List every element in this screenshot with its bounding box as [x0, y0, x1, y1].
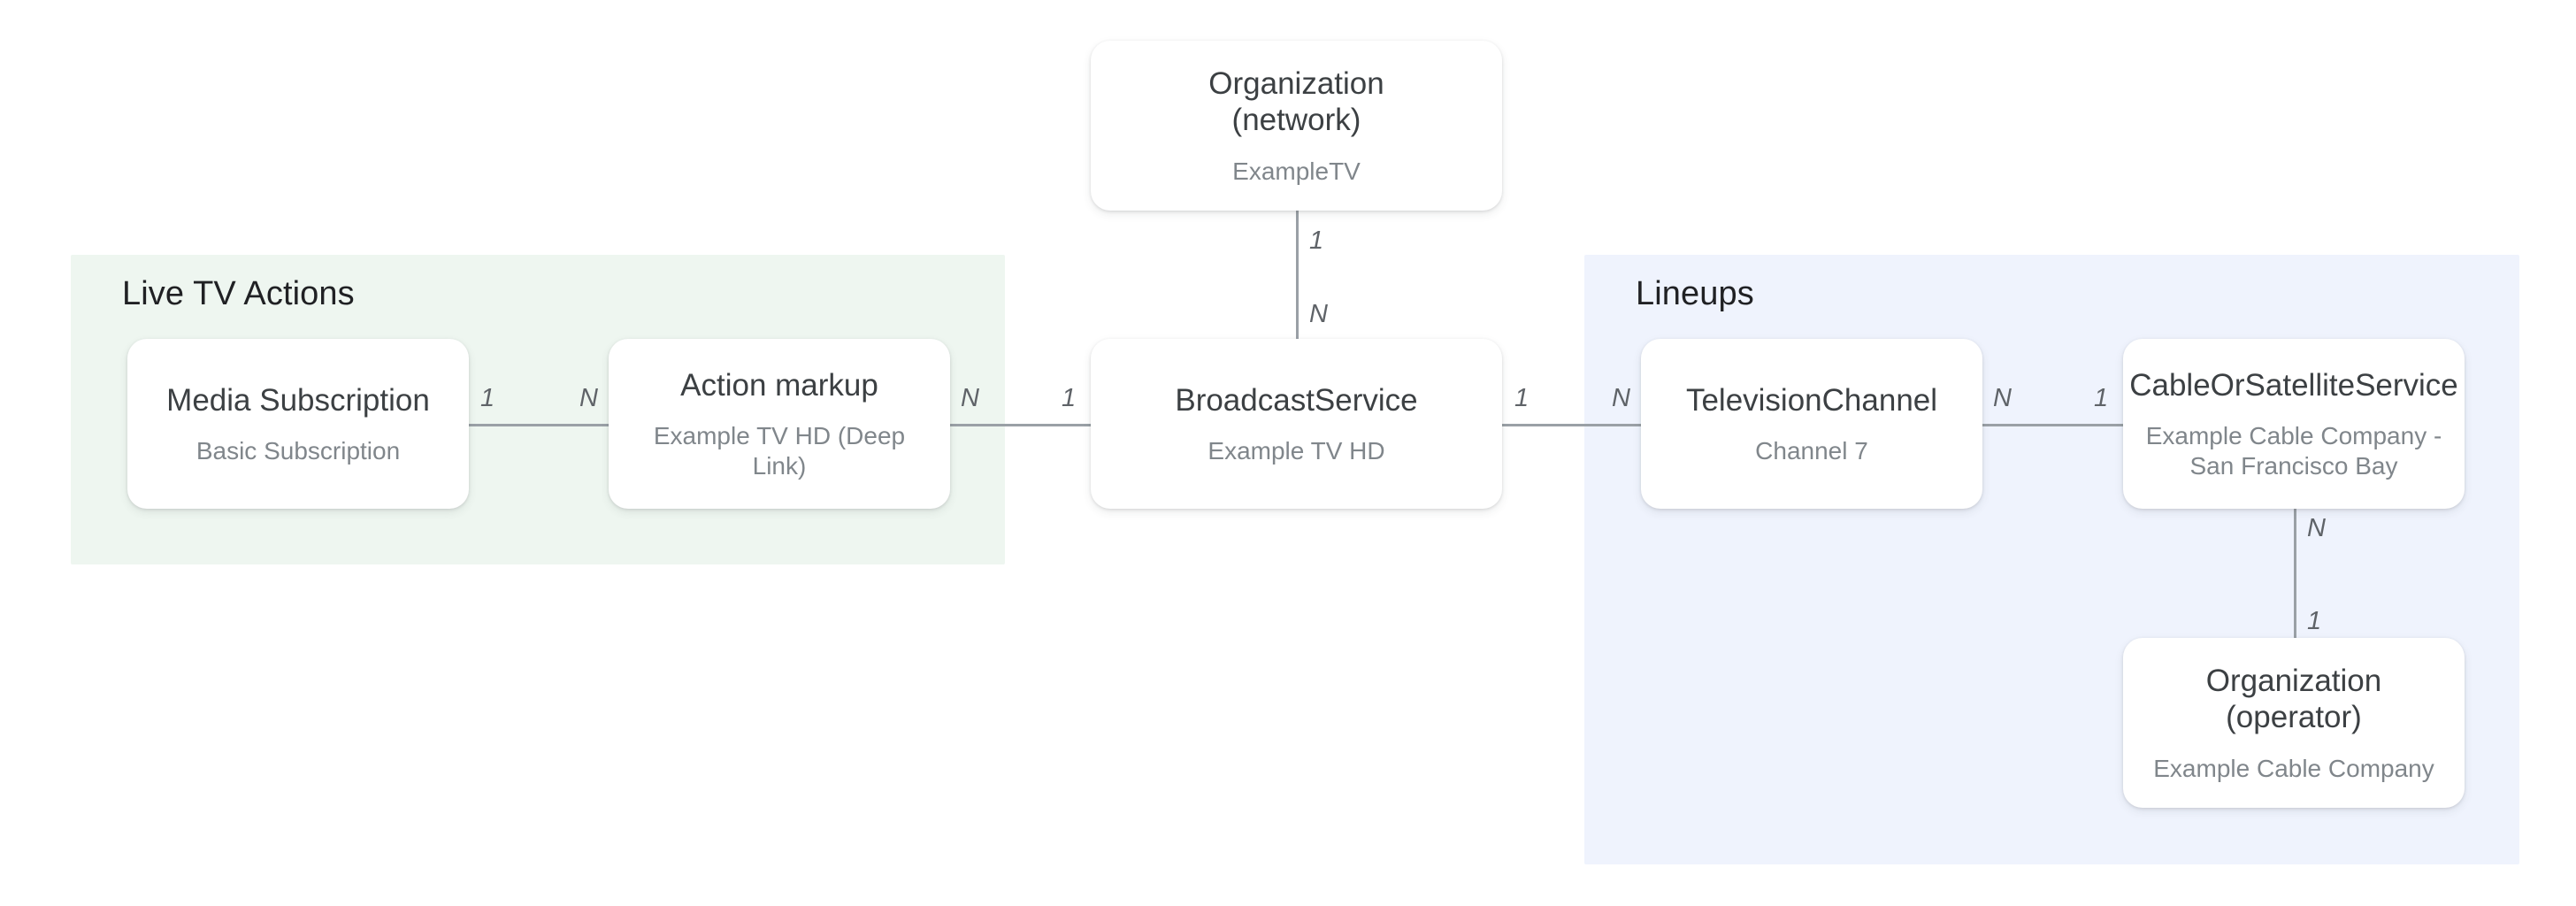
cardinality-label-lbl-1-media-action: 1	[480, 384, 495, 412]
entity-node-subtitle-action-markup: Example TV HD (Deep Link)	[653, 422, 906, 480]
entity-node-organization-network[interactable]: Organization (network) ExampleTV	[1091, 41, 1502, 211]
entity-node-title-media-subscription: Media Subscription	[166, 382, 430, 418]
group-title-live-tv-actions: Live TV Actions	[122, 275, 355, 312]
connector-seg-broadcast-to-tv	[1502, 424, 1641, 426]
entity-node-subtitle-broadcast-service: Example TV HD	[1208, 436, 1385, 465]
cardinality-label-lbl-n-broadcast-tv: N	[1612, 384, 1630, 412]
cardinality-label-lbl-1-action-broadcast: 1	[1062, 384, 1077, 412]
cardinality-label-lbl-1-cable-operator: 1	[2307, 607, 2322, 635]
entity-node-title-cable-or-satellite-service: CableOrSatelliteService	[2129, 367, 2458, 403]
entity-node-subtitle-cable-or-satellite-service: Example Cable Company - San Francisco Ba…	[2145, 422, 2442, 480]
entity-node-subtitle-organization-network: ExampleTV	[1232, 157, 1361, 185]
entity-node-subtitle-media-subscription: Basic Subscription	[196, 436, 401, 465]
cardinality-label-lbl-1-tv-cable: 1	[2094, 384, 2109, 412]
entity-node-title-organization-operator: Organization (operator)	[2205, 663, 2382, 735]
cardinality-label-lbl-n-media-action: N	[579, 384, 598, 412]
entity-node-title-action-markup: Action markup	[680, 367, 878, 403]
entity-node-title-organization-network: Organization (network)	[1208, 65, 1384, 138]
group-title-lineups: Lineups	[1636, 275, 1754, 312]
connector-seg-media-to-action	[469, 424, 609, 426]
connector-seg-tv-to-cable	[1982, 424, 2123, 426]
cardinality-label-lbl-n-tv-cable: N	[1993, 384, 2012, 412]
connector-seg-cable-to-operator	[2294, 509, 2296, 638]
entity-node-title-broadcast-service: BroadcastService	[1175, 382, 1418, 418]
cardinality-label-lbl-n-org-broadcast: N	[1309, 300, 1328, 328]
cardinality-label-lbl-1-org-broadcast: 1	[1309, 226, 1324, 255]
entity-node-subtitle-television-channel: Channel 7	[1755, 436, 1868, 465]
cardinality-label-lbl-n-action-broadcast: N	[961, 384, 979, 412]
entity-node-title-television-channel: TelevisionChannel	[1685, 382, 1938, 418]
entity-node-organization-operator[interactable]: Organization (operator) Example Cable Com…	[2123, 638, 2465, 808]
connector-seg-org-to-broadcast	[1296, 211, 1299, 339]
cardinality-label-lbl-1-broadcast-tv: 1	[1514, 384, 1530, 412]
connector-seg-action-to-broadcast	[950, 424, 1091, 426]
entity-node-subtitle-organization-operator: Example Cable Company	[2153, 754, 2434, 782]
cardinality-label-lbl-n-cable-operator: N	[2307, 514, 2326, 542]
